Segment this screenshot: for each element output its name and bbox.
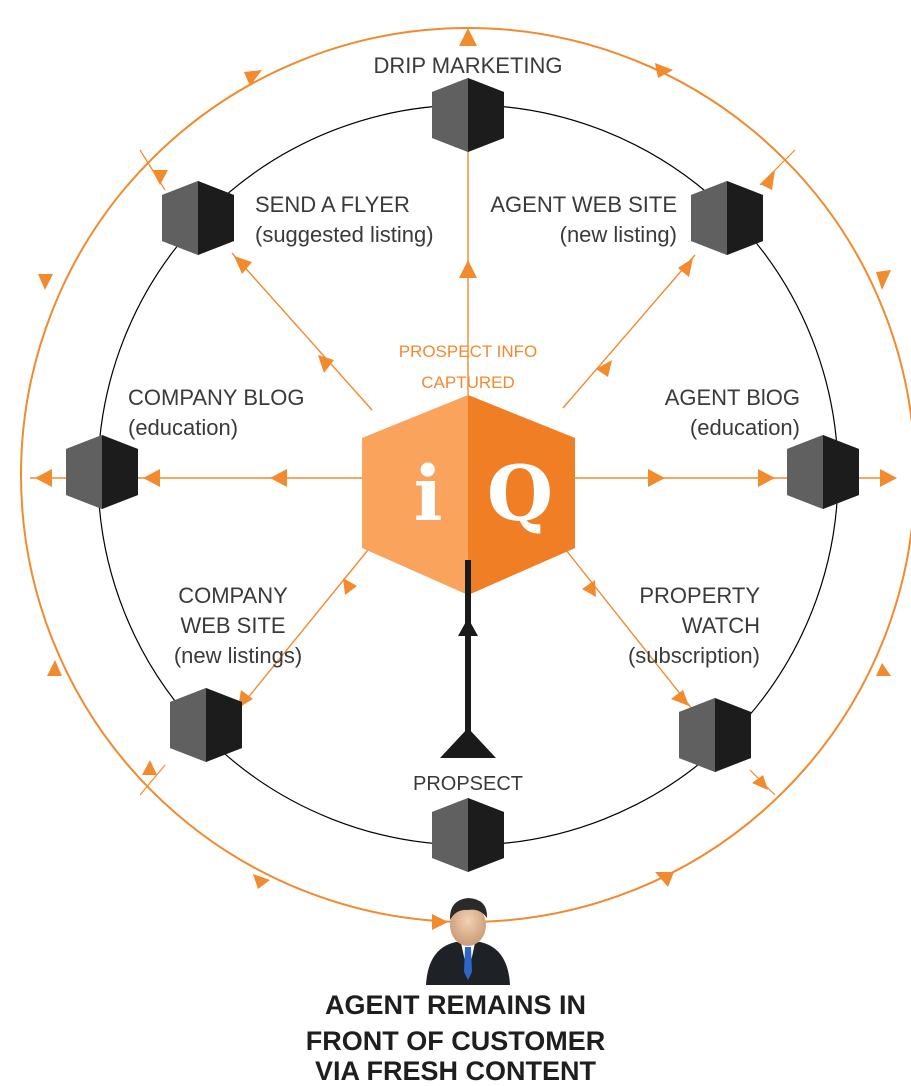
label-company-web-site: COMPANY xyxy=(178,583,288,608)
label-company-web-site-2: WEB SITE xyxy=(180,613,285,638)
label-send-a-flyer-sub: (suggested listing) xyxy=(255,222,434,247)
cube-drip-marketing xyxy=(432,78,504,152)
label-drip-marketing: DRIP MARKETING xyxy=(373,53,562,78)
cube-prospect xyxy=(432,798,504,872)
agent-avatar-icon xyxy=(426,898,510,985)
center-caption-line1: PROSPECT INFO xyxy=(399,342,538,361)
prospect-stem xyxy=(440,560,496,758)
iq-letter-q: Q xyxy=(487,449,553,538)
ring-arrowheads xyxy=(38,28,891,930)
cube-property-watch xyxy=(679,698,751,772)
footer-line3: VIA FRESH CONTENT xyxy=(314,1056,596,1086)
iq-hexagon: i Q xyxy=(362,395,575,595)
label-agent-blog-sub: (education) xyxy=(690,415,800,440)
label-send-a-flyer: SEND A FLYER xyxy=(255,192,410,217)
label-agent-web-site-sub: (new listing) xyxy=(560,222,677,247)
label-property-watch-2: WATCH xyxy=(682,613,760,638)
label-property-watch: PROPERTY xyxy=(639,583,760,608)
label-company-web-site-sub: (new listings) xyxy=(174,643,302,668)
label-prospect: PROPSECT xyxy=(413,773,523,795)
label-company-blog: COMPANY BLOG xyxy=(128,385,304,410)
cube-agent-web-site xyxy=(691,181,763,255)
footer-line1: AGENT REMAINS IN xyxy=(324,990,586,1020)
cube-company-blog xyxy=(66,435,138,509)
iq-letter-i: i xyxy=(414,449,443,538)
label-agent-web-site: AGENT WEB SITE xyxy=(490,192,677,217)
label-company-blog-sub: (education) xyxy=(128,415,238,440)
label-property-watch-sub: (subscription) xyxy=(628,643,760,668)
footer-line2: FRONT OF CUSTOMER xyxy=(305,1026,606,1056)
cube-company-web-site xyxy=(170,688,242,762)
cube-send-a-flyer xyxy=(162,181,234,255)
cube-agent-blog xyxy=(787,435,859,509)
center-caption-line2: CAPTURED xyxy=(421,373,515,392)
spoke-arrowheads xyxy=(35,256,897,708)
label-agent-blog: AGENT BlOG xyxy=(665,385,800,410)
